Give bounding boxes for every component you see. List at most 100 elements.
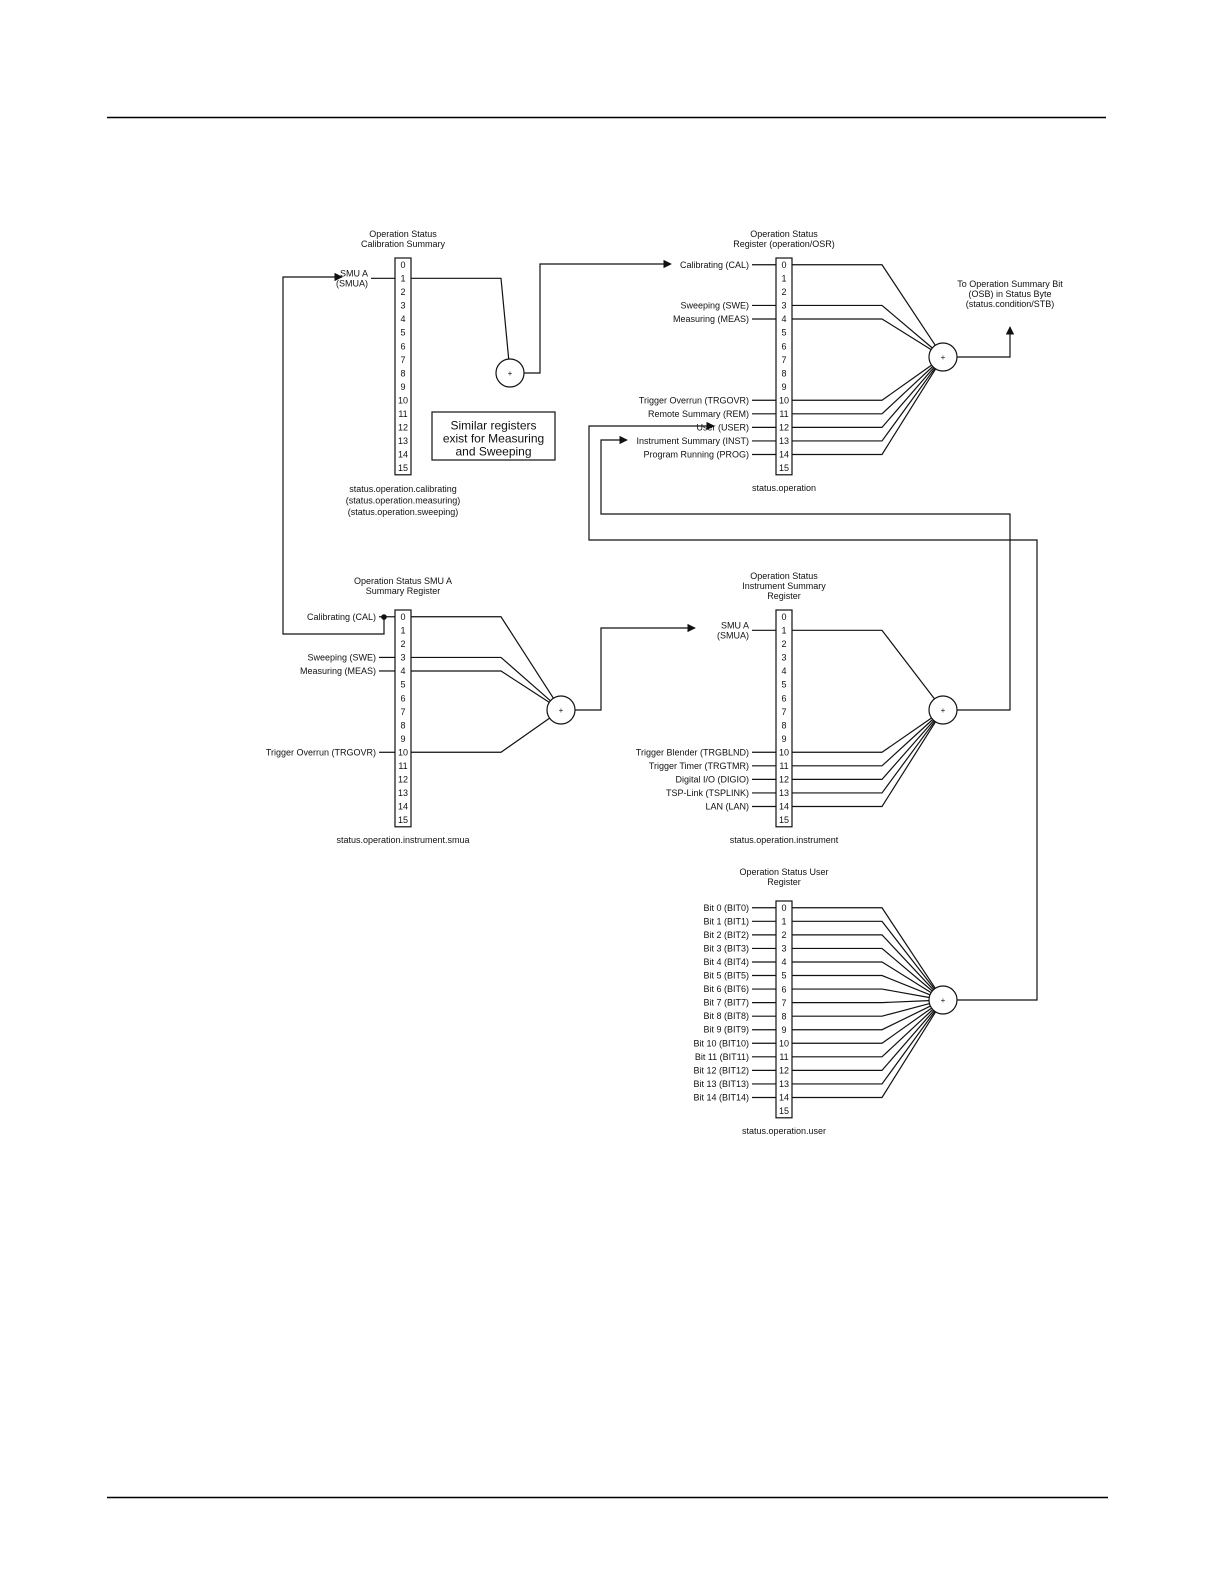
- register-caption: status.operation: [752, 483, 816, 493]
- bit-number: 5: [400, 680, 405, 690]
- bit-output-line: [792, 934, 934, 991]
- wire-instrument-to-operation-inst: [600, 435, 1011, 711]
- register-title: Operation Status: [750, 571, 818, 581]
- bit-number: 3: [400, 653, 405, 663]
- bit-number: 7: [781, 707, 786, 717]
- osb-line-3: (status.condition/STB): [966, 299, 1055, 309]
- bit-label: Trigger Timer (TRGTMR): [649, 761, 749, 771]
- bit-number: 1: [781, 917, 786, 927]
- bit-number: 9: [400, 382, 405, 392]
- bit-number: 13: [779, 1079, 789, 1089]
- bit-label: Bit 12 (BIT12): [693, 1065, 749, 1075]
- bit-label: Bit 9 (BIT9): [703, 1025, 749, 1035]
- bit-number: 7: [400, 707, 405, 717]
- or-symbol: +: [508, 369, 513, 378]
- register-title: Operation Status User: [739, 867, 828, 877]
- bit-number: 13: [398, 788, 408, 798]
- bit-number: 1: [400, 274, 405, 284]
- register-title: Operation Status: [750, 229, 818, 239]
- bit-number: 10: [779, 395, 789, 405]
- bit-number: 12: [398, 775, 408, 785]
- bit-output-line: [411, 656, 551, 702]
- bit-number: 6: [400, 693, 405, 703]
- bit-number: 0: [400, 612, 405, 622]
- callout-line-1: Similar registers: [450, 419, 536, 433]
- bit-number: 4: [781, 666, 786, 676]
- bit-number: 11: [779, 409, 788, 419]
- bit-number: 0: [400, 260, 405, 270]
- bit-output-line: [792, 1000, 930, 1004]
- bit-number: 15: [779, 463, 789, 473]
- bit-label: Bit 7 (BIT7): [703, 998, 749, 1008]
- register-title: Operation Status: [369, 229, 437, 239]
- register-bit-box: [775, 900, 793, 1119]
- bit-number: 8: [400, 368, 405, 378]
- interconnect-wires: [282, 259, 1038, 1001]
- bit-number: 11: [779, 1052, 788, 1062]
- register-caption: status.operation.user: [742, 1126, 826, 1136]
- bit-output-line: [792, 264, 936, 346]
- callout-line-3: and Sweeping: [455, 445, 531, 459]
- bit-number: 6: [781, 341, 786, 351]
- bit-label: Program Running (PROG): [643, 449, 749, 459]
- bit-number: 7: [781, 355, 786, 365]
- bit-number: 1: [781, 274, 786, 284]
- bit-label: Remote Summary (REM): [648, 409, 749, 419]
- bit-number: 6: [400, 341, 405, 351]
- or-symbol: +: [941, 996, 946, 1005]
- bit-number: 5: [781, 328, 786, 338]
- bit-output-line: [411, 616, 554, 699]
- bit-label: Measuring (MEAS): [300, 666, 376, 676]
- register-caption: (status.operation.measuring): [346, 496, 461, 506]
- bit-number: 13: [779, 436, 789, 446]
- bit-output-line: [792, 907, 936, 989]
- bit-label: Calibrating (CAL): [680, 260, 749, 270]
- bit-output-line: [792, 988, 930, 999]
- bit-number: 5: [781, 680, 786, 690]
- bit-label: Bit 0 (BIT0): [703, 903, 749, 913]
- bit-number: 4: [781, 957, 786, 967]
- bit-output-line: [792, 920, 935, 990]
- wire-smua-summary-to-instrument: [575, 623, 696, 711]
- register-title: Operation Status SMU A: [354, 576, 452, 586]
- bit-output-line: [792, 366, 934, 415]
- bit-number: 12: [779, 775, 789, 785]
- register-title: Calibration Summary: [361, 239, 446, 249]
- bit-number: 8: [781, 1011, 786, 1021]
- wire-smua-cal-to-cal-summary: [282, 272, 385, 635]
- bit-output-line: [792, 1005, 931, 1031]
- bit-number: 2: [781, 287, 786, 297]
- bit-number: 9: [400, 734, 405, 744]
- bit-number: 0: [781, 612, 786, 622]
- bit-output-line: [792, 947, 933, 992]
- bit-number: 15: [398, 463, 408, 473]
- bit-output-line: [792, 304, 933, 349]
- bit-number: 0: [781, 903, 786, 913]
- bit-label: Digital I/O (DIGIO): [675, 774, 749, 784]
- junction-dot: [381, 614, 387, 620]
- bit-number: 11: [398, 409, 407, 419]
- osb-output-label: To Operation Summary Bit (OSB) in Status…: [957, 279, 1063, 309]
- bit-output-line: [792, 629, 935, 700]
- bit-number: 7: [400, 355, 405, 365]
- bit-output-line: [792, 1011, 937, 1099]
- bit-output-line: [792, 720, 936, 794]
- osb-line-2: (OSB) in Status Byte: [968, 289, 1051, 299]
- bit-number: 8: [781, 368, 786, 378]
- bit-output-line: [792, 717, 932, 753]
- similar-registers-callout: Similar registers exist for Measuring an…: [431, 411, 556, 461]
- register-caption: status.operation.instrument.smua: [336, 835, 469, 845]
- bit-label: Trigger Overrun (TRGOVR): [639, 395, 749, 405]
- bit-number: 8: [400, 720, 405, 730]
- bit-number: 4: [781, 314, 786, 324]
- callout-line-2: exist for Measuring: [443, 432, 544, 446]
- bit-label: Bit 10 (BIT10): [693, 1038, 749, 1048]
- bit-number: 15: [779, 815, 789, 825]
- register-caption: status.operation.instrument: [730, 835, 839, 845]
- bit-number: 14: [779, 802, 789, 812]
- bit-number: 3: [400, 301, 405, 311]
